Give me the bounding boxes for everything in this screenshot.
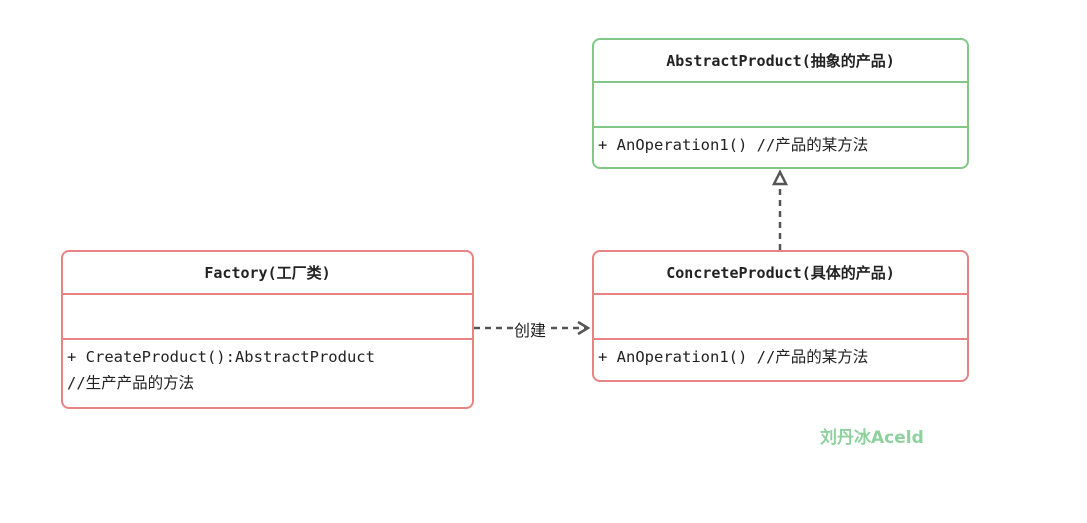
open-arrow-head [577, 320, 591, 336]
class-title: ConcreteProduct(具体的产品) [594, 252, 967, 295]
hollow-triangle-head [771, 169, 789, 186]
class-title: AbstractProduct(抽象的产品) [594, 40, 967, 83]
class-attributes [594, 83, 967, 128]
class-operations: + CreateProduct():AbstractProduct //生产产品… [63, 340, 472, 400]
class-operations: + AnOperation1() //产品的某方法 [594, 340, 967, 374]
operation-comment: //生产产品的方法 [67, 374, 195, 392]
class-attributes [63, 295, 472, 340]
operation: + AnOperation1() //产品的某方法 [598, 348, 869, 366]
abstract-product-class[interactable]: AbstractProduct(抽象的产品) + AnOperation1() … [592, 38, 969, 169]
concrete-product-class[interactable]: ConcreteProduct(具体的产品) + AnOperation1() … [592, 250, 969, 382]
class-operations: + AnOperation1() //产品的某方法 [594, 128, 967, 162]
class-title: Factory(工厂类) [63, 252, 472, 295]
factory-class[interactable]: Factory(工厂类) + CreateProduct():AbstractP… [61, 250, 474, 409]
operation: + AnOperation1() //产品的某方法 [598, 136, 869, 154]
operation: + CreateProduct():AbstractProduct [67, 348, 375, 366]
watermark: 刘丹冰Aceld [820, 428, 924, 448]
create-relation-label: 创建 [514, 317, 547, 341]
class-attributes [594, 295, 967, 340]
